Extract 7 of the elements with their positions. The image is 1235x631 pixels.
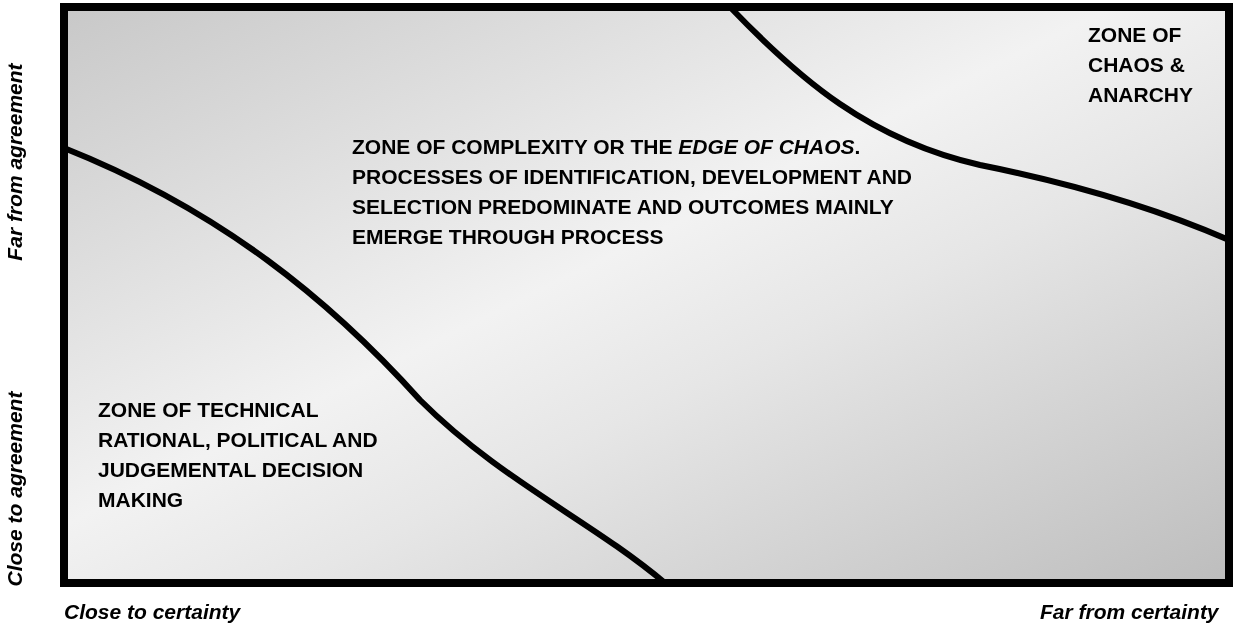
axis-label: Close to agreement: [3, 390, 27, 589]
zone-label: ZONE OF CHAOS & ANARCHY: [1088, 22, 1194, 108]
zone-label: ZONE OF TECHNICAL RATIONAL, POLITICAL AND JUDGEMENTAL DECISION MAKING: [98, 397, 379, 513]
zone-label: ZONE OF COMPLEXITY OR THE EDGE OF CHAOS. PROCESSES OF IDENTIFICATION, DEVELOPMENT AND SELECTION PREDOMINATE AND OUTCOMES MAINLY EMERGE THROUGH PROCESS: [352, 134, 914, 250]
axis-label: Far from agreement: [3, 62, 27, 263]
axis-label: Far from certainty: [1040, 600, 1219, 624]
axis-label: Close to certainty: [64, 600, 241, 624]
